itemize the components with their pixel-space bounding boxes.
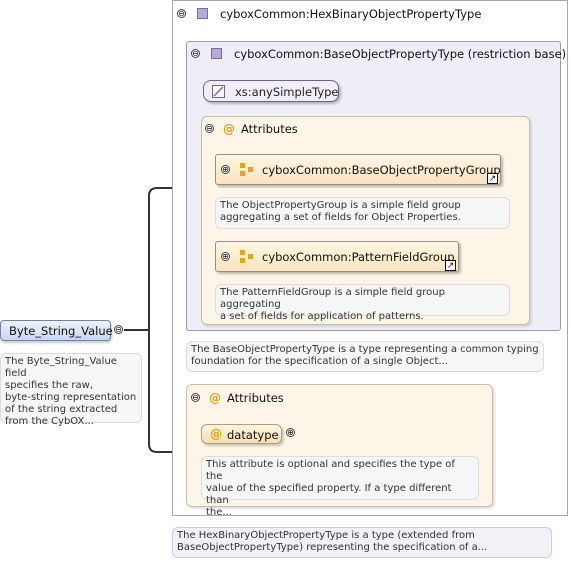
base-type-icon — [211, 48, 222, 59]
collapse-icon[interactable]: ⊖ — [114, 325, 123, 334]
collapse-icon[interactable]: ⊖ — [191, 393, 200, 402]
complex-type-doc: The HexBinaryObjectPropertyType is a typ… — [172, 527, 552, 558]
collapse-icon[interactable]: ⊖ — [205, 124, 214, 133]
collapse-icon[interactable]: ⊖ — [177, 9, 186, 18]
attribute-group-icon — [240, 250, 254, 264]
attribute-group-doc: The ObjectPropertyGroup is a simple fiel… — [215, 197, 510, 229]
doc-line: of the string extracted — [5, 404, 118, 415]
doc-line: value of the specified property. If a ty… — [206, 483, 452, 506]
doc-line: This attribute is optional and specifies… — [206, 459, 455, 482]
simple-type-name: xs:anySimpleType — [235, 85, 339, 99]
expand-icon[interactable]: ⊕ — [221, 165, 230, 174]
collapse-icon[interactable]: ⊖ — [191, 49, 200, 58]
base-type-name: cyboxCommon:BaseObjectPropertyType (rest… — [234, 47, 567, 61]
attribute-group-name: cyboxCommon:BaseObjectPropertyGroup — [262, 163, 501, 177]
doc-line: The PatternFieldGroup is a simple field … — [220, 287, 445, 310]
attribute-group-box[interactable]: ⊕ cyboxCommon:PatternFieldGroup ↗ — [215, 241, 459, 272]
root-element-doc: The Byte_String_Value field specifies th… — [0, 353, 142, 427]
attribute-group-name: cyboxCommon:PatternFieldGroup — [262, 250, 455, 264]
doc-line: specifies the raw, — [5, 380, 94, 391]
simple-type-icon — [212, 85, 225, 98]
doc-line: aggregating a set of fields for Object P… — [220, 212, 461, 223]
attribute-icon: @ — [209, 391, 221, 405]
complex-type-name: cyboxCommon:HexBinaryObjectPropertyType — [220, 7, 482, 21]
doc-line: foundation for the specification of a si… — [191, 356, 448, 367]
root-element-name: Byte_String_Value — [9, 324, 113, 338]
attribute-doc: This attribute is optional and specifies… — [201, 456, 479, 518]
attribute-icon: @ — [210, 427, 222, 441]
doc-line: a set of fields for application of patte… — [220, 311, 424, 322]
doc-line: the... — [206, 507, 232, 518]
attribute-group-doc: The PatternFieldGroup is a simple field … — [215, 284, 510, 322]
doc-line: The ObjectPropertyGroup is a simple fiel… — [220, 200, 461, 211]
link-icon[interactable]: ↗ — [445, 260, 456, 271]
doc-line: from the CybOX... — [5, 416, 94, 427]
attributes-header-base: ⊖ @ Attributes — [205, 122, 405, 138]
attribute-group-box[interactable]: ⊕ cyboxCommon:BaseObjectPropertyGroup ↗ — [215, 154, 501, 185]
complex-type-header: ⊖ cyboxCommon:HexBinaryObjectPropertyTyp… — [177, 7, 557, 23]
attributes-label: Attributes — [241, 122, 298, 136]
link-icon[interactable]: ↗ — [487, 173, 498, 184]
base-type-header: ⊖ cyboxCommon:BaseObjectPropertyType (re… — [191, 47, 566, 63]
attribute-icon: @ — [223, 122, 235, 136]
expand-icon[interactable]: ⊕ — [221, 252, 230, 261]
attributes-header-extension: ⊖ @ Attributes — [191, 391, 391, 407]
root-element-box[interactable]: Byte_String_Value — [0, 320, 113, 341]
doc-line: The Byte_String_Value field — [5, 356, 117, 379]
expand-icon[interactable]: ⊕ — [286, 428, 295, 437]
attributes-label: Attributes — [227, 391, 284, 405]
attribute-name: datatype — [227, 428, 279, 442]
doc-line: The BaseObjectPropertyType is a type rep… — [191, 344, 539, 355]
complex-type-icon — [197, 8, 208, 19]
simple-type-box[interactable]: xs:anySimpleType — [203, 80, 339, 102]
doc-line: byte-string representation — [5, 392, 137, 403]
doc-line: BaseObjectPropertyType) representing the… — [177, 542, 488, 553]
base-type-doc: The BaseObjectPropertyType is a type rep… — [186, 341, 544, 372]
attribute-datatype[interactable]: @ datatype — [201, 424, 282, 444]
doc-line: The HexBinaryObjectPropertyType is a typ… — [177, 530, 475, 541]
attribute-group-icon — [240, 163, 254, 177]
